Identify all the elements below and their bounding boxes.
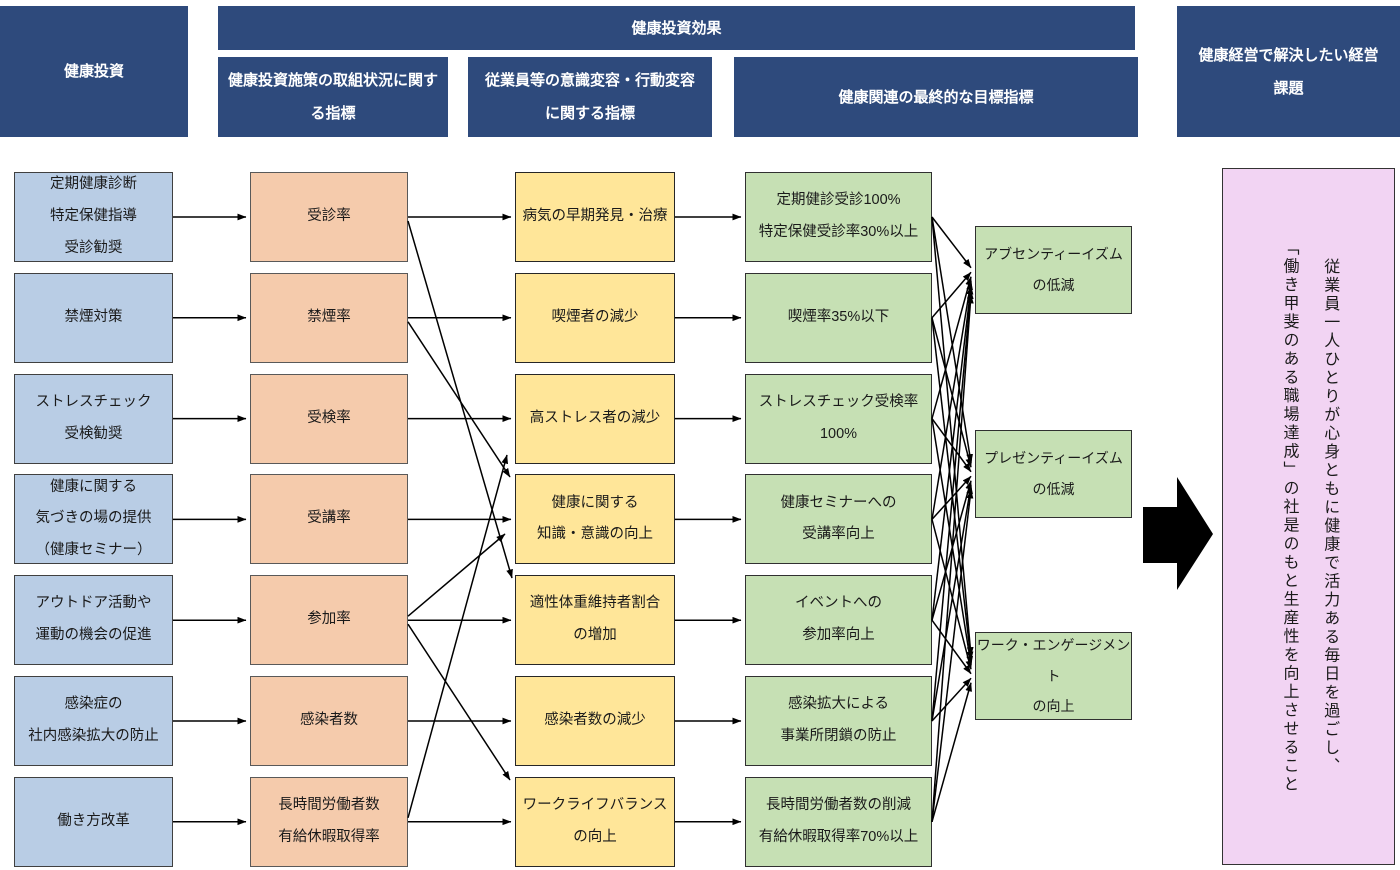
header-final-target-indicators: 健康関連の最終的な目標指標 [734, 57, 1138, 137]
arrow-c41-c52 [931, 317, 974, 661]
awareness_indicators-box-6: ワークライフバランス の向上 [515, 776, 675, 867]
investments-box-4: アウトドア活動や 運動の機会の促進 [14, 575, 173, 666]
awareness_indicators-box-2: 高ストレス者の減少 [515, 373, 675, 464]
header-initiative-indicators: 健康投資施策の取組状況に関する指標 [218, 57, 448, 137]
investments-box-2: ストレスチェック 受検勧奨 [14, 373, 173, 464]
arrow-c24-c33 [407, 533, 506, 617]
arrow-c43-c51 [931, 475, 972, 520]
target_indicators-box-0: 定期健診受診100% 特定保健受診率30%以上 [745, 172, 932, 262]
arrow-c41-c51 [931, 317, 973, 468]
investments-box-1: 禁煙対策 [14, 272, 173, 363]
target_indicators-box-6: 長時間労働者数の削減 有給休暇取得率70%以上 [745, 776, 932, 867]
awareness_indicators-box-0: 病気の早期発見・治療 [515, 172, 675, 262]
target_indicators-box-5: 感染拡大による 事業所閉鎖の防止 [745, 676, 932, 766]
awareness_indicators-box-5: 感染者数の減少 [515, 676, 675, 766]
initiative_indicators-box-5: 感染者数 [250, 676, 408, 766]
arrow-c44-c51 [931, 480, 972, 621]
initiative_indicators-box-1: 禁煙率 [250, 272, 408, 363]
arrow-c45-c51 [931, 484, 973, 722]
arrow-c26-c32 [407, 454, 509, 818]
arrow-c41-c50 [931, 271, 972, 319]
final_outcomes-box-1: プレゼンティーイズム の低減 [975, 430, 1132, 518]
initiative_indicators-box-4: 参加率 [250, 575, 408, 666]
final_outcomes-box-0: アブセンティーイズム の低減 [975, 226, 1132, 314]
arrow-c20-c34 [407, 220, 513, 579]
arrow-c42-c51 [931, 418, 972, 473]
arrow-c43-c52 [931, 519, 973, 670]
arrow-c42-c50 [931, 276, 972, 419]
initiative_indicators-box-6: 長時間労働者数 有給休暇取得率 [250, 776, 408, 867]
management-goal-box: 従業員一人ひとりが心身ともに健康で活力ある毎日を過ごし、 「働き甲斐のある職場達… [1222, 168, 1395, 865]
awareness_indicators-box-3: 健康に関する 知識・意識の向上 [515, 474, 675, 565]
goal-line-2: 「働き甲斐のある職場達成」の社是のもと生産性を向上させること [1280, 239, 1298, 794]
arrow-c40-c52 [931, 216, 974, 657]
initiative_indicators-box-3: 受講率 [250, 474, 408, 565]
arrow-c46-c51 [931, 489, 974, 822]
arrow-c40-c50 [931, 216, 972, 269]
initiative_indicators-box-0: 受診率 [250, 172, 408, 262]
target_indicators-box-3: 健康セミナーへの 受講率向上 [745, 474, 932, 565]
arrow-c45-c52 [931, 677, 972, 722]
investments-box-0: 定期健康診断 特定保健指導 受診勧奨 [14, 172, 173, 262]
awareness_indicators-box-4: 適性体重維持者割合 の増加 [515, 575, 675, 666]
awareness_indicators-box-1: 喫煙者の減少 [515, 272, 675, 363]
arrow-c43-c50 [931, 280, 973, 520]
arrow-c42-c52 [931, 418, 974, 666]
target_indicators-box-4: イベントへの 参加率向上 [745, 575, 932, 666]
investments-box-3: 健康に関する 気づきの場の提供 （健康セミナー） [14, 474, 173, 565]
header-management-issue: 健康経営で解決したい経営課題 [1177, 6, 1400, 137]
arrow-c46-c52 [931, 682, 972, 823]
target_indicators-box-1: 喫煙率35%以下 [745, 272, 932, 363]
initiative_indicators-box-2: 受検率 [250, 373, 408, 464]
arrow-c45-c50 [931, 289, 974, 722]
arrow-c21-c33 [407, 321, 511, 478]
arrow-c46-c50 [931, 294, 974, 822]
management-goal-text: 従業員一人ひとりが心身ともに健康で活力ある毎日を過ごし、 「働き甲斐のある職場達… [1266, 239, 1352, 794]
arrow-c24-c36 [407, 623, 511, 781]
header-awareness-behavior-indicators: 従業員等の意識変容・行動変容に関する指標 [468, 57, 712, 137]
header-health-investment: 健康投資 [0, 6, 188, 137]
investments-box-5: 感染症の 社内感染拡大の防止 [14, 676, 173, 766]
target_indicators-box-2: ストレスチェック受検率 100% [745, 373, 932, 464]
arrow-c40-c51 [931, 216, 974, 464]
arrow-c44-c52 [931, 619, 972, 675]
arrow-c44-c50 [931, 285, 974, 621]
final_outcomes-box-2: ワーク・エンゲージメント の向上 [975, 632, 1132, 720]
big-right-arrow-icon [1143, 477, 1213, 590]
investments-box-6: 働き方改革 [14, 776, 173, 867]
goal-line-1: 従業員一人ひとりが心身ともに健康で活力ある毎日を過ごし、 [1321, 257, 1339, 776]
header-investment-effect-banner: 健康投資効果 [218, 6, 1135, 50]
